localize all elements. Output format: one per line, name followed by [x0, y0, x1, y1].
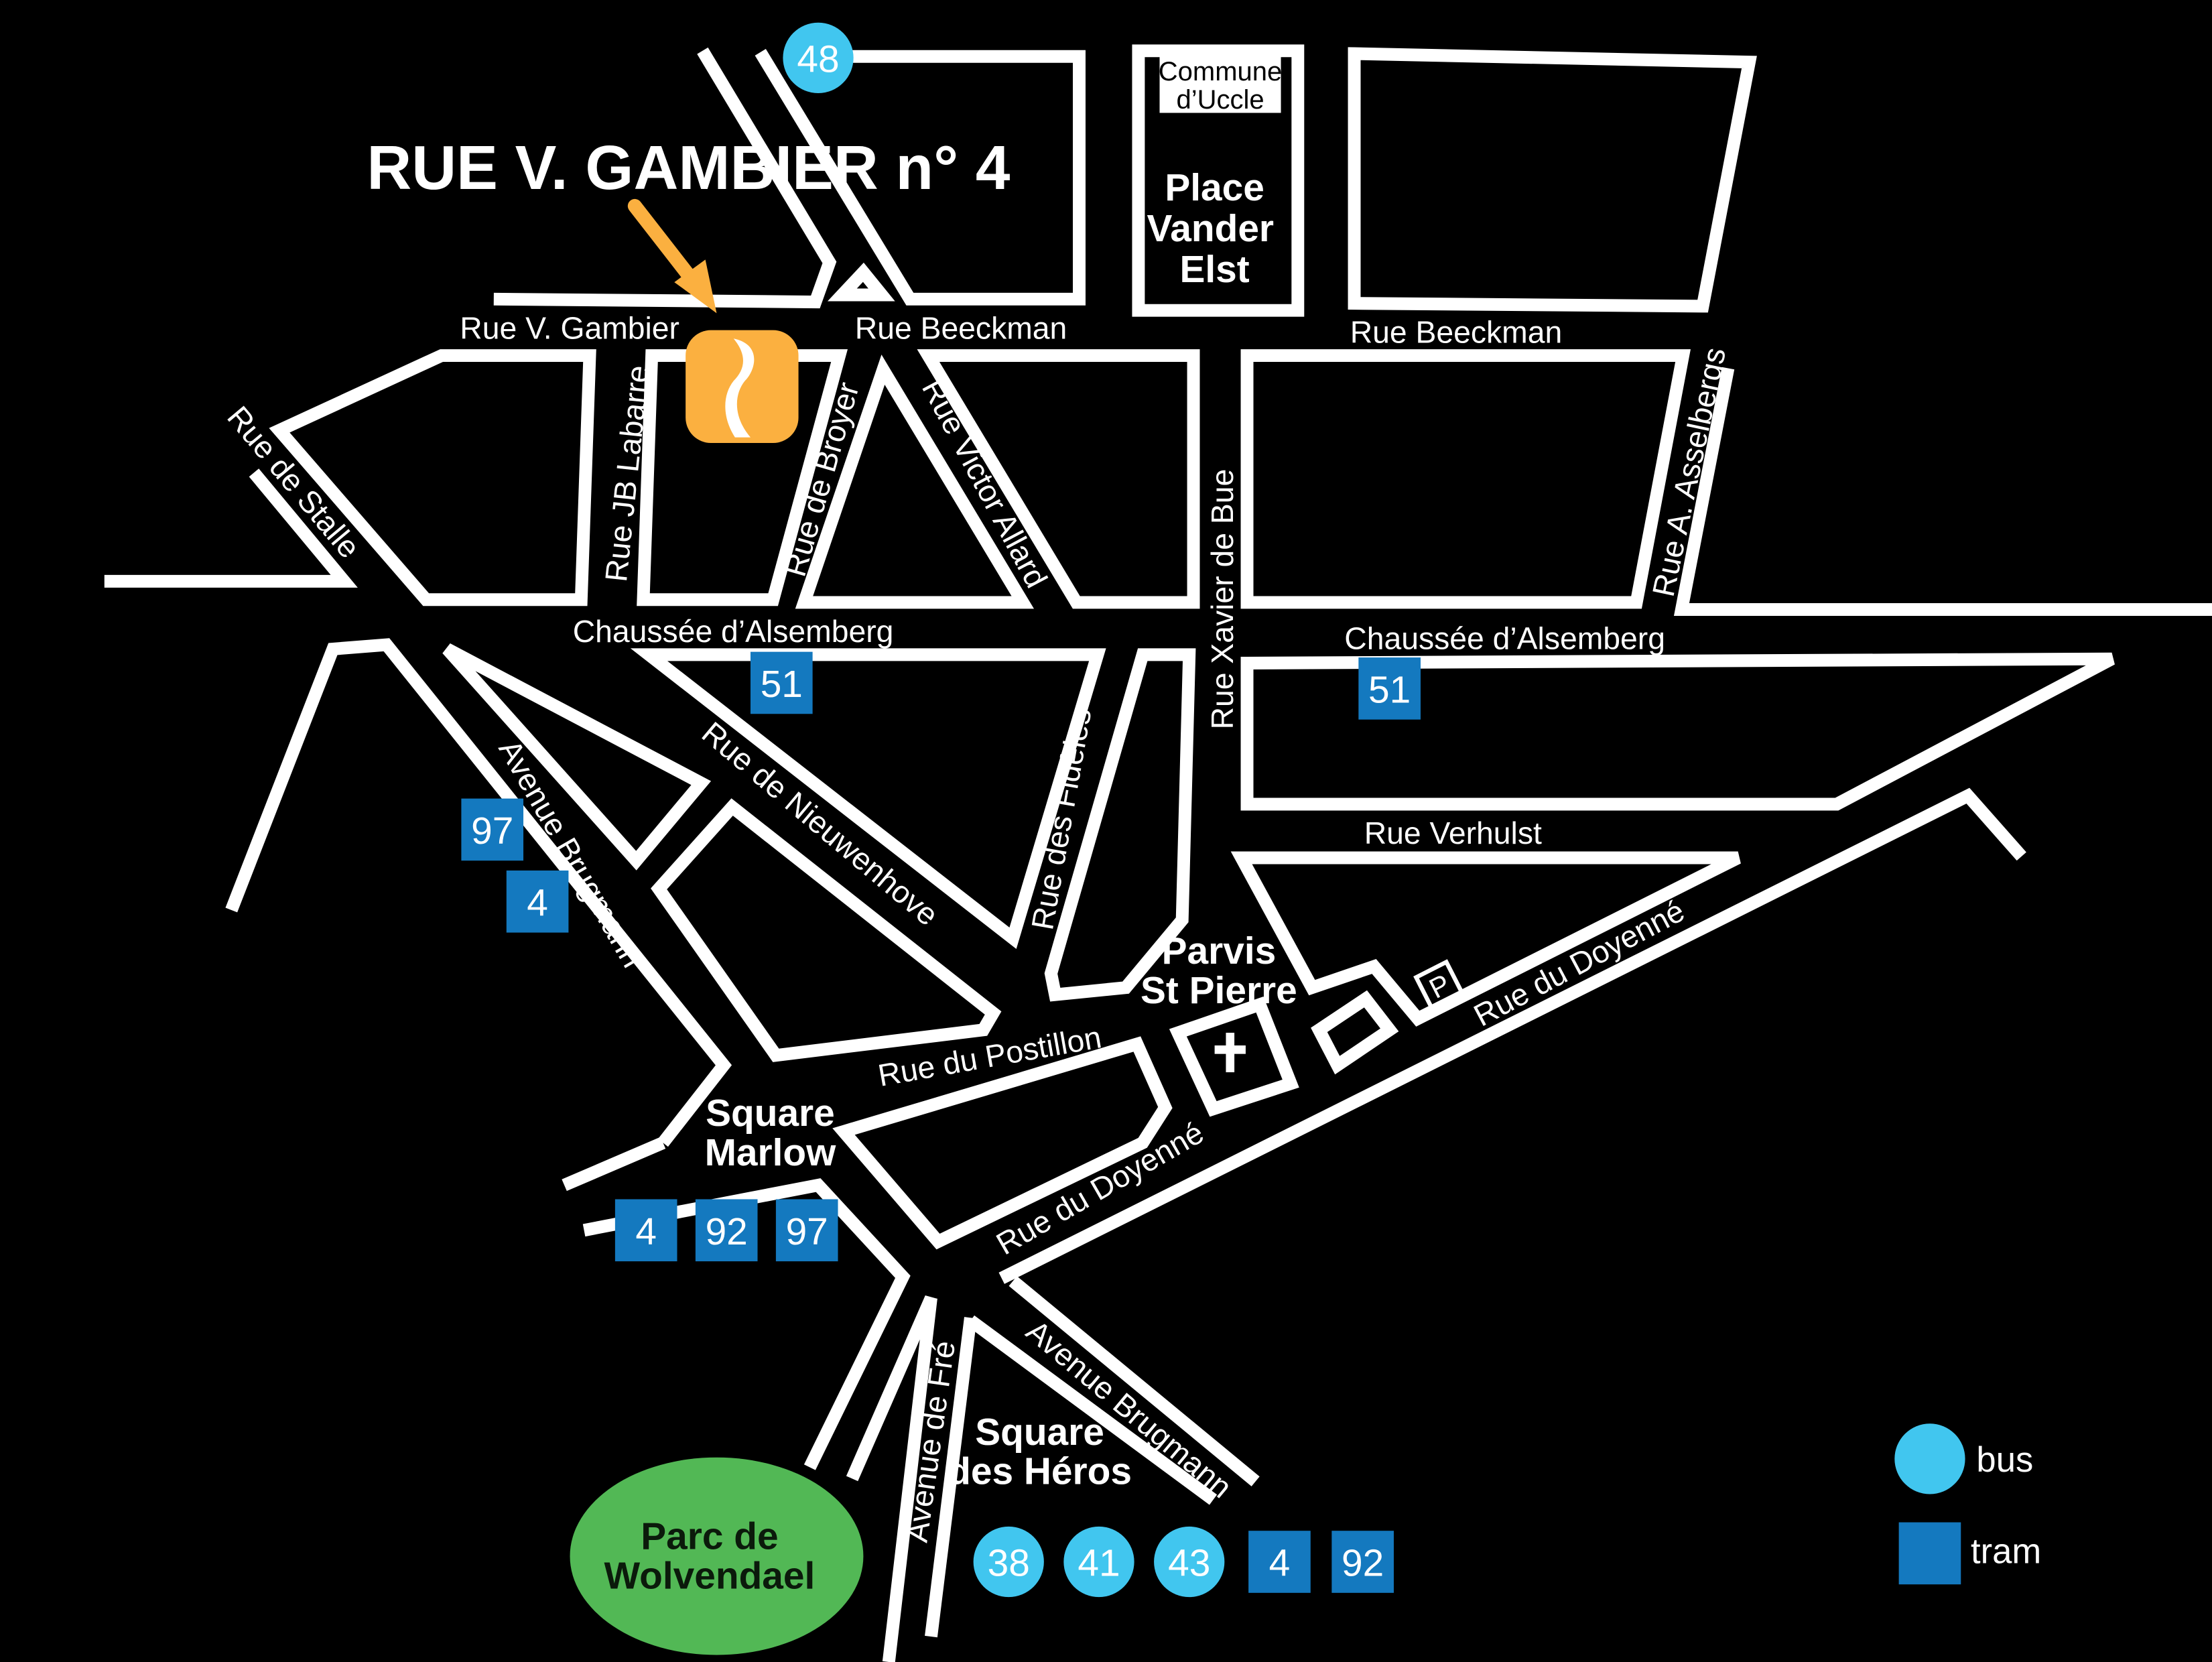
bus-stop-41-label: 41 [1078, 1543, 1120, 1585]
block-brugmann-nieuwenhove [442, 643, 712, 871]
bus-stop-48-label: 48 [797, 38, 839, 80]
pointer-arrow-icon [627, 198, 717, 314]
street-alsemberg-2: Chaussée d’Alsemberg [1344, 621, 1665, 655]
street-beeckman-2: Rue Beeckman [1350, 315, 1563, 350]
tram-stop-4-b-label: 4 [635, 1211, 657, 1253]
block-fideles-xavier [1044, 648, 1196, 1002]
legend-bus-icon [1894, 1423, 1965, 1494]
block-place-vander-elst [1132, 44, 1305, 317]
bus-stop-41[interactable]: 41 [1063, 1526, 1134, 1598]
tram-stop-97-b-label: 97 [786, 1211, 828, 1253]
tram-stop-51-a-label: 51 [761, 663, 803, 706]
block-fre-left [846, 1295, 937, 1662]
block-postillon-doyenne [832, 1036, 1173, 1250]
parc-label-1: Parc de [641, 1516, 778, 1558]
tram-stop-92-a-label: 92 [706, 1211, 748, 1253]
legend-tram-label: tram [1971, 1532, 2041, 1572]
street-gambier: Rue V. Gambier [460, 310, 679, 345]
block-nieuwenhove-fideles [630, 648, 1106, 949]
block-top-right [1348, 47, 1757, 313]
block-asselbergs-right [1673, 367, 2212, 616]
block-church [1169, 997, 1299, 1117]
block-small-square [1311, 990, 1399, 1075]
commune-label-box: Commune d’Uccle [1159, 56, 1282, 115]
bus-stop-38-label: 38 [988, 1543, 1030, 1585]
tram-stop-92-b[interactable]: 92 [1331, 1531, 1394, 1593]
tram-stop-4-b[interactable]: 4 [614, 1199, 677, 1262]
block-broyer-allard [795, 355, 1035, 609]
parc-label-2: Wolvendael [604, 1555, 816, 1598]
tram-stop-92-b-label: 92 [1342, 1543, 1384, 1585]
place-parvis-1: Parvis [1162, 930, 1277, 972]
block-stalle-labarre [269, 349, 596, 606]
block-doyenne-right [998, 787, 2026, 1284]
place-vander-elst-2: Vander [1147, 208, 1275, 250]
commune-line-2: d’Uccle [1176, 85, 1264, 115]
block-top-left-road [493, 47, 837, 309]
block-verhulst-doyenne [1230, 851, 1741, 1027]
tram-stop-51-b-label: 51 [1368, 669, 1411, 711]
place-parvis-2: St Pierre [1141, 970, 1297, 1012]
place-marlow-2: Marlow [705, 1132, 837, 1174]
block-triangle-island [827, 262, 895, 302]
block-stalle-left [104, 468, 358, 588]
block-allard-xavier [917, 349, 1200, 609]
place-marlow-1: Square [706, 1092, 835, 1135]
place-vander-elst-3: Elst [1179, 249, 1249, 291]
tram-stop-4-a[interactable]: 4 [506, 870, 569, 933]
commune-line-1: Commune [1159, 57, 1282, 86]
tram-stop-4-c-label: 4 [1269, 1543, 1291, 1585]
place-labels: Place Vander Elst Parvis St Pierre Squar… [705, 167, 1297, 1493]
tram-stop-97-a-label: 97 [471, 810, 513, 852]
location-logo-icon[interactable] [686, 330, 799, 444]
tram-stop-4-c[interactable]: 4 [1248, 1531, 1311, 1593]
tram-stop-97-b[interactable]: 97 [775, 1199, 838, 1262]
transit-stops: 48 51 51 97 4 4 92 [461, 22, 1421, 1598]
block-alsemberg-verhulst [1240, 652, 2115, 811]
block-fre-right [925, 1317, 977, 1638]
street-alsemberg-1: Chaussée d’Alsemberg [573, 614, 894, 649]
tram-stop-4-a-label: 4 [527, 882, 548, 924]
place-heros-2: des Héros [948, 1451, 1132, 1493]
block-top-road [755, 49, 1086, 306]
bus-stop-48[interactable]: 48 [783, 22, 854, 93]
block-nieuwenhove-postillon [651, 798, 1002, 1062]
place-heros-1: Square [975, 1411, 1104, 1454]
parc-wolvendael: Parc de Wolvendael [570, 1457, 864, 1655]
street-xavier: Rue Xavier de Bue [1205, 469, 1240, 730]
block-far-left [225, 638, 732, 1147]
address-label: RUE V. GAMBIER n° 4 [367, 133, 1011, 202]
tram-stop-51-b[interactable]: 51 [1358, 657, 1421, 720]
legend-bus-label: bus [1976, 1440, 2033, 1480]
place-vander-elst-1: Place [1165, 167, 1264, 209]
legend: bus tram [1894, 1423, 2041, 1585]
cross-icon [1214, 1033, 1246, 1072]
block-xavier-asselbergs [1240, 349, 1691, 609]
tram-stop-97-a[interactable]: 97 [461, 798, 524, 861]
bus-stop-38[interactable]: 38 [973, 1526, 1044, 1598]
street-beeckman-1: Rue Beeckman [855, 310, 1067, 345]
block-brugmann-left [562, 1137, 666, 1192]
block-brugmann-far-right [1009, 1276, 1260, 1486]
block-brugmann-right [966, 1315, 1218, 1505]
bus-stop-43-label: 43 [1168, 1543, 1210, 1585]
legend-tram-icon [1898, 1522, 1961, 1585]
street-blocks [104, 44, 2212, 1662]
tram-stop-51-a[interactable]: 51 [750, 651, 813, 714]
bus-stop-43[interactable]: 43 [1154, 1526, 1225, 1598]
street-verhulst: Rue Verhulst [1364, 816, 1542, 850]
tram-stop-92-a[interactable]: 92 [695, 1199, 758, 1262]
